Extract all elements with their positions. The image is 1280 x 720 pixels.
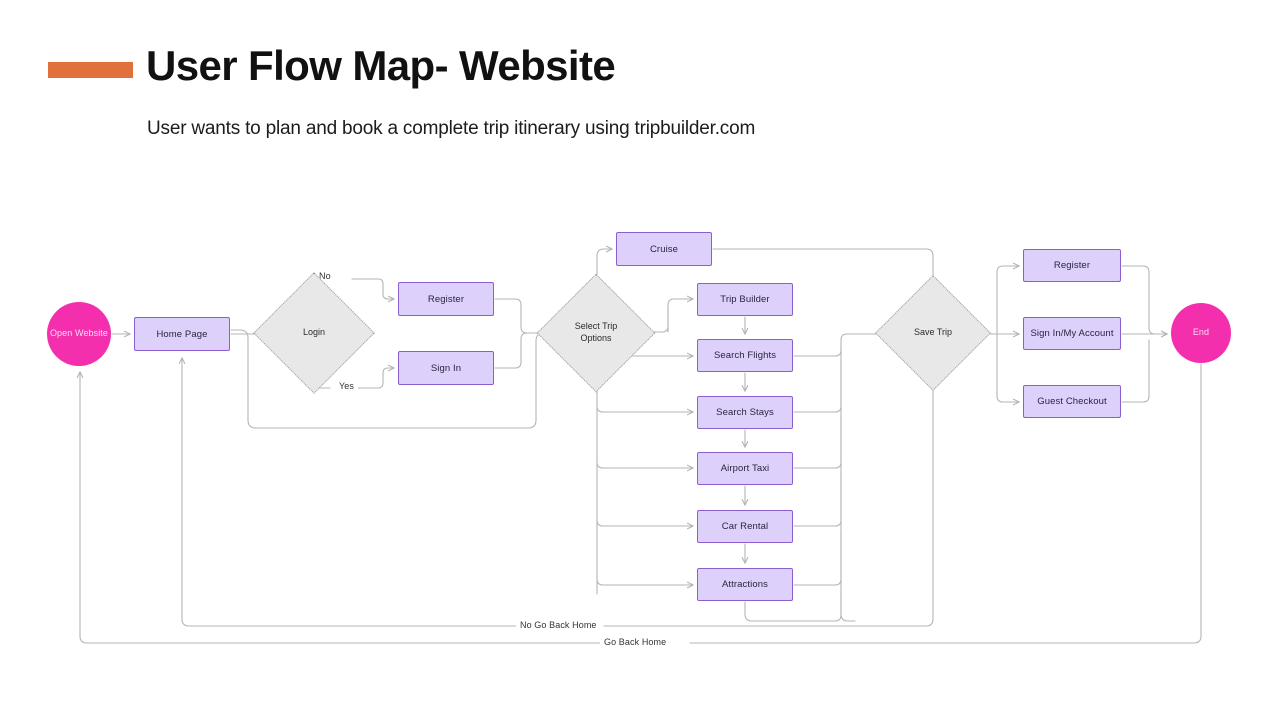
node-sign-in-my-account-label: Sign In/My Account <box>1030 328 1114 339</box>
edge-label-login-yes: Yes <box>335 381 358 391</box>
node-search-stays-label: Search Stays <box>716 407 774 418</box>
node-airport-taxi[interactable]: Airport Taxi <box>697 452 793 485</box>
node-login-label: Login <box>302 327 326 338</box>
node-cruise-label: Cruise <box>649 243 679 255</box>
node-home-page[interactable]: Home Page <box>134 317 230 351</box>
node-sign-in-label: Sign In <box>430 362 462 374</box>
node-login[interactable]: Login <box>253 272 375 394</box>
node-attractions-label: Attractions <box>722 579 768 590</box>
node-guest-checkout-label: Guest Checkout <box>1037 396 1107 407</box>
node-end[interactable]: End <box>1171 303 1231 363</box>
node-open-website[interactable]: Open Website <box>47 302 111 366</box>
node-cruise[interactable]: Cruise <box>616 232 712 266</box>
node-select-trip-options[interactable]: Select Trip Options <box>536 273 656 393</box>
edge-label-go-back-home: Go Back Home <box>600 637 671 647</box>
node-register-label: Register <box>427 293 465 305</box>
node-airport-taxi-label: Airport Taxi <box>720 463 770 474</box>
node-car-rental-label: Car Rental <box>721 521 769 532</box>
node-guest-checkout[interactable]: Guest Checkout <box>1023 385 1121 418</box>
page-title: User Flow Map- Website <box>146 42 616 89</box>
node-register-checkout[interactable]: Register <box>1023 249 1121 282</box>
node-trip-builder-label: Trip Builder <box>720 294 770 305</box>
node-save-trip[interactable]: Save Trip <box>875 275 991 391</box>
node-car-rental[interactable]: Car Rental <box>697 510 793 543</box>
node-sign-in-my-account[interactable]: Sign In/My Account <box>1023 317 1121 350</box>
node-register[interactable]: Register <box>398 282 494 316</box>
node-select-trip-options-label: Select Trip Options <box>574 321 618 343</box>
node-end-label: End <box>1192 327 1210 338</box>
node-home-page-label: Home Page <box>156 328 208 340</box>
node-search-stays[interactable]: Search Stays <box>697 396 793 429</box>
edge-label-no-go-back-home: No Go Back Home <box>516 620 601 630</box>
node-search-flights[interactable]: Search Flights <box>697 339 793 372</box>
node-attractions[interactable]: Attractions <box>697 568 793 601</box>
node-sign-in[interactable]: Sign In <box>398 351 494 385</box>
node-open-website-label: Open Website <box>49 328 109 339</box>
node-register-checkout-label: Register <box>1053 260 1091 271</box>
page-subtitle: User wants to plan and book a complete t… <box>147 118 756 139</box>
accent-bar <box>48 62 133 78</box>
node-search-flights-label: Search Flights <box>713 350 777 361</box>
edge-label-login-no: No <box>315 271 335 281</box>
node-trip-builder[interactable]: Trip Builder <box>697 283 793 316</box>
node-save-trip-label: Save Trip <box>913 327 953 338</box>
